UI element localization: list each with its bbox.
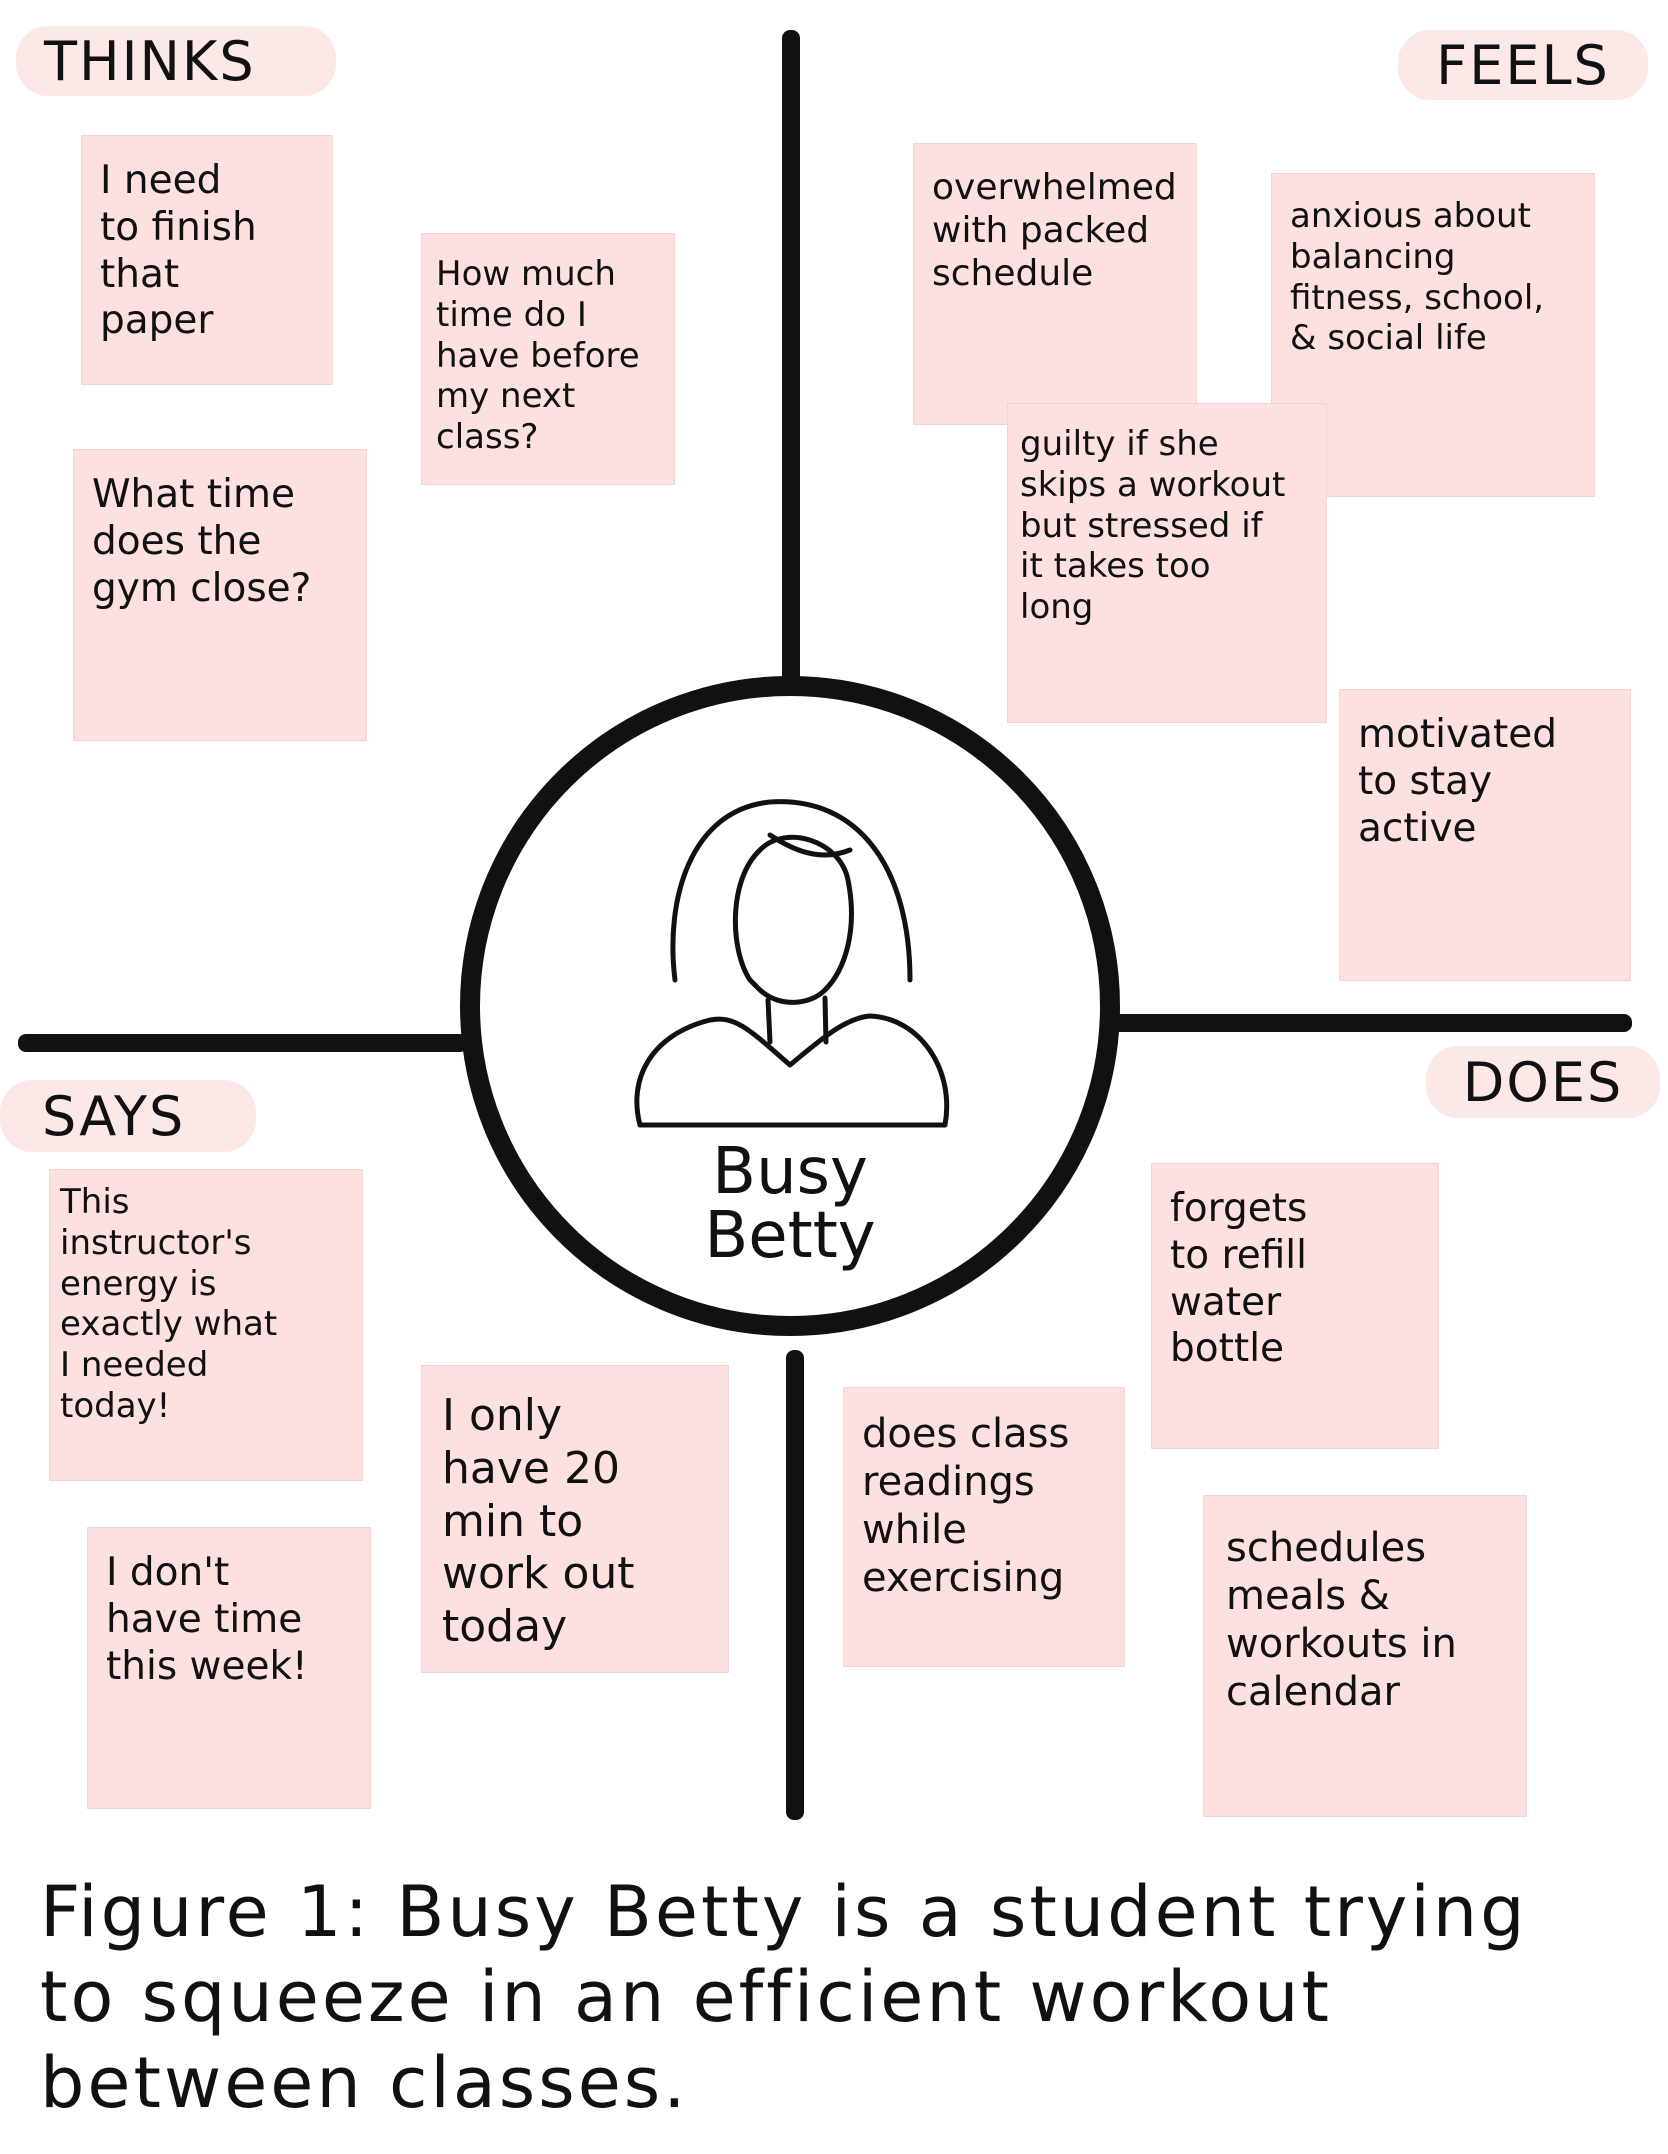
thinks-note-finish-paper: I need to finish that paper [82,136,332,384]
does-note-water-bottle: forgets to refill water bottle [1152,1164,1438,1448]
person-avatar-icon [634,799,950,1128]
vertical-axis-top [782,30,800,690]
feels-note-overwhelmed: overwhelmed with packed schedule [914,144,1196,424]
horizontal-axis-left [18,1034,468,1052]
thinks-label: THINKS [16,26,336,96]
says-note-instructor-energy: This instructor's energy is exactly what… [50,1170,362,1480]
does-label: DOES [1426,1046,1660,1118]
feels-note-motivated: motivated to stay active [1340,690,1630,980]
horizontal-axis-right [1112,1014,1632,1032]
says-label: SAYS [0,1080,256,1152]
feels-label: FEELS [1398,30,1648,100]
does-note-class-readings: does class readings while exercising [844,1388,1124,1666]
feels-note-guilty: guilty if she skips a workout but stress… [1008,404,1326,722]
says-note-20-min: I only have 20 min to work out today [422,1366,728,1672]
thinks-note-time-before-class: How much time do I have before my next c… [422,234,674,484]
says-note-no-time: I don't have time this week! [88,1528,370,1808]
does-note-schedules: schedules meals & workouts in calendar [1204,1496,1526,1816]
persona-name: Busy Betty [704,1135,876,1273]
figure-caption: Figure 1: Busy Betty is a student trying… [40,1871,1528,2124]
vertical-axis-bottom [786,1350,804,1820]
thinks-note-gym-close: What time does the gym close? [74,450,366,740]
